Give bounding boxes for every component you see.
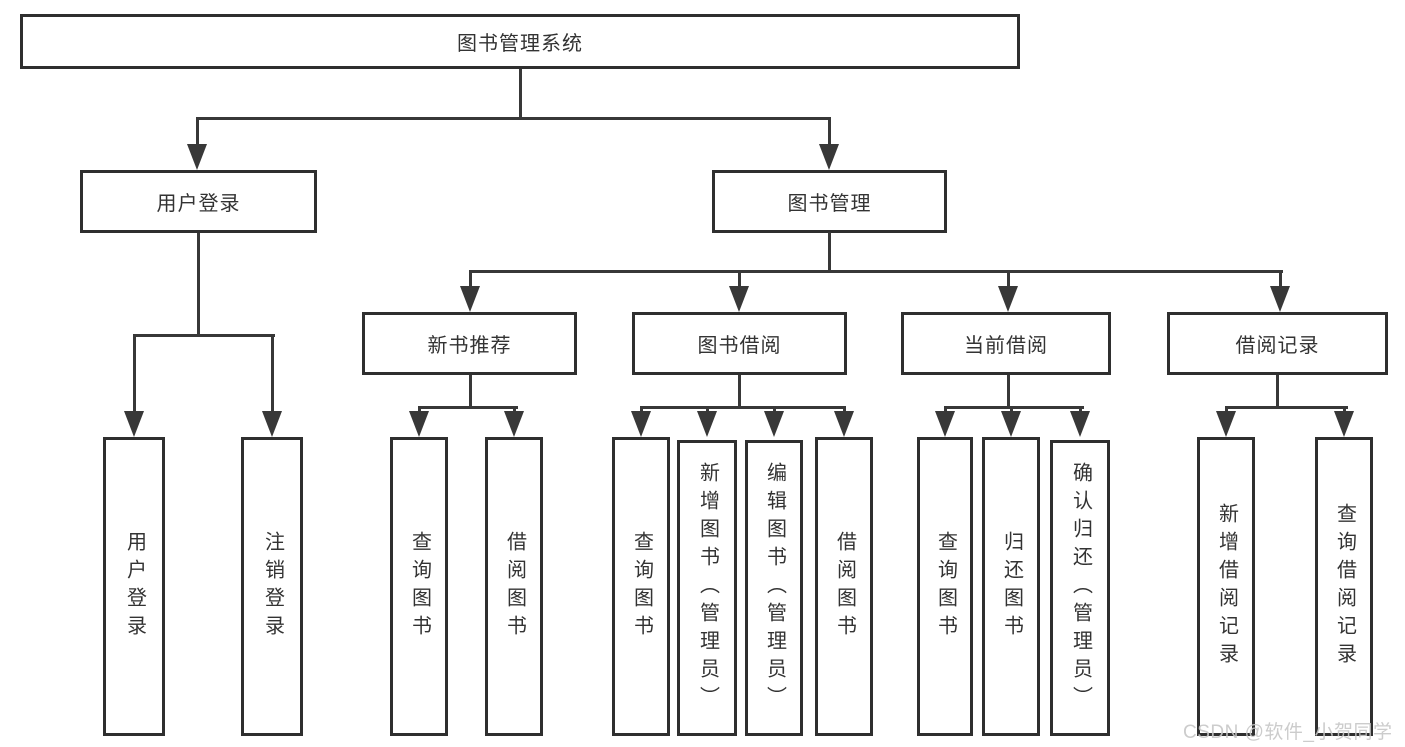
leaf-logout-login-label: 注销登录 — [261, 530, 284, 643]
connector-recommend-stem — [468, 375, 472, 409]
connector-current-stem — [1006, 375, 1010, 409]
connector-login-dropline — [195, 117, 199, 158]
connector-records-bar — [1224, 406, 1348, 409]
node-book-borrow: 图书借阅 — [632, 312, 847, 375]
arrowhead-down-icon — [1070, 411, 1090, 437]
leaf-user-login-label: 用户登录 — [123, 530, 146, 643]
arrowhead-down-icon — [834, 411, 854, 437]
arrowhead-down-icon — [935, 411, 955, 437]
connector-borrow-stem — [737, 375, 741, 409]
arrowhead-down-icon — [124, 411, 144, 437]
node-book-borrow-label: 图书借阅 — [697, 335, 782, 357]
leaf-recommend-borrow-book-label: 借阅图书 — [503, 530, 526, 643]
connector-dropline — [132, 334, 136, 425]
leaf-current-confirm-return-admin-label: 确认归还（管理员） — [1069, 462, 1092, 714]
connector-dropline — [737, 270, 741, 300]
leaf-records-query-record: 查询借阅记录 — [1315, 437, 1373, 736]
connector-login-bar — [132, 334, 275, 337]
leaf-current-query-book: 查询图书 — [917, 437, 973, 736]
node-current-borrow: 当前借阅 — [901, 312, 1111, 375]
connector-recommend-bar — [417, 406, 518, 409]
connector-dropline — [1278, 270, 1282, 300]
leaf-borrow-borrow-book-label: 借阅图书 — [833, 530, 856, 643]
leaf-recommend-borrow-book: 借阅图书 — [485, 437, 543, 736]
leaf-user-login: 用户登录 — [103, 437, 165, 736]
leaf-records-query-record-label: 查询借阅记录 — [1333, 502, 1356, 671]
node-current-borrow-label: 当前借阅 — [964, 335, 1048, 357]
leaf-logout-login: 注销登录 — [241, 437, 303, 736]
connector-root-stem — [519, 69, 522, 120]
arrowhead-down-icon — [631, 411, 651, 437]
arrowhead-down-icon — [504, 411, 524, 437]
arrowhead-down-icon — [1216, 411, 1236, 437]
arrowhead-down-icon — [409, 411, 429, 437]
leaf-borrow-add-book-admin-label: 新增图书（管理员） — [696, 462, 719, 714]
node-user-login: 用户登录 — [80, 170, 317, 233]
node-root: 图书管理系统 — [20, 14, 1020, 69]
arrowhead-down-icon — [262, 411, 282, 437]
arrowhead-down-icon — [460, 286, 480, 312]
connector-borrow-bar — [639, 406, 846, 409]
leaf-current-query-book-label: 查询图书 — [934, 530, 957, 643]
leaf-borrow-edit-book-admin-label: 编辑图书（管理员） — [763, 462, 786, 714]
arrowhead-down-icon — [187, 144, 207, 170]
leaf-records-add-record: 新增借阅记录 — [1197, 437, 1255, 736]
connector-mgmt-stem — [827, 232, 831, 273]
leaf-recommend-query-book: 查询图书 — [390, 437, 448, 736]
leaf-current-return-book: 归还图书 — [982, 437, 1040, 736]
node-root-label: 图书管理系统 — [457, 33, 583, 55]
leaf-borrow-borrow-book: 借阅图书 — [815, 437, 873, 736]
arrowhead-down-icon — [764, 411, 784, 437]
csdn-watermark: CSDN @软件_小贺同学 — [1183, 722, 1393, 743]
arrowhead-down-icon — [819, 144, 839, 170]
connector-mgmt-dropline — [827, 117, 831, 158]
leaf-borrow-add-book-admin: 新增图书（管理员） — [677, 440, 737, 736]
leaf-borrow-query-book-label: 查询图书 — [630, 530, 653, 643]
connector-dropline — [468, 270, 472, 300]
node-user-login-label: 用户登录 — [156, 193, 241, 215]
arrowhead-down-icon — [1334, 411, 1354, 437]
leaf-recommend-query-book-label: 查询图书 — [408, 530, 431, 643]
connector-root-bar — [195, 117, 831, 120]
leaf-records-add-record-label: 新增借阅记录 — [1215, 502, 1238, 671]
node-book-mgmt: 图书管理 — [712, 170, 947, 233]
node-borrow-records: 借阅记录 — [1167, 312, 1388, 375]
leaf-borrow-edit-book-admin: 编辑图书（管理员） — [745, 440, 803, 736]
connector-current-bar — [943, 406, 1084, 409]
connector-records-stem — [1275, 375, 1279, 409]
connector-dropline — [1006, 270, 1010, 300]
arrowhead-down-icon — [1270, 286, 1290, 312]
arrowhead-down-icon — [1001, 411, 1021, 437]
leaf-current-return-book-label: 归还图书 — [1000, 530, 1023, 643]
arrowhead-down-icon — [729, 286, 749, 312]
connector-mgmt-bar — [468, 270, 1283, 273]
leaf-current-confirm-return-admin: 确认归还（管理员） — [1050, 440, 1110, 736]
connector-login-stem — [196, 233, 200, 337]
node-borrow-records-label: 借阅记录 — [1235, 335, 1320, 357]
connector-dropline — [270, 334, 274, 425]
node-new-book-recommend: 新书推荐 — [362, 312, 577, 375]
leaf-borrow-query-book: 查询图书 — [612, 437, 670, 736]
node-new-book-recommend-label: 新书推荐 — [427, 335, 512, 357]
node-book-mgmt-label: 图书管理 — [787, 193, 872, 215]
arrowhead-down-icon — [697, 411, 717, 437]
arrowhead-down-icon — [998, 286, 1018, 312]
